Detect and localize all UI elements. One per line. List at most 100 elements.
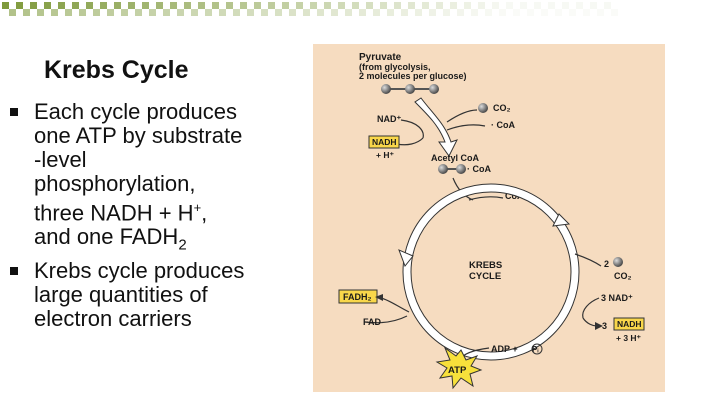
atp-star-burst: [435, 346, 483, 390]
krebs-cycle-figure: Pyruvate (from glycolysis, 2 molecules p…: [313, 44, 665, 392]
co2-label-2: CO₂: [614, 271, 632, 281]
figure-background: [313, 44, 665, 392]
decorative-square: [380, 2, 387, 9]
decorative-square: [93, 9, 100, 16]
decorative-square: [247, 9, 254, 16]
co2-out-arrow: [574, 253, 602, 267]
decorative-square: [478, 2, 485, 9]
nad-plus-label: NAD⁺: [377, 114, 401, 124]
decorative-square: [443, 9, 450, 16]
decorative-header-bar: [2, 2, 611, 16]
decorative-square: [394, 2, 401, 9]
h-plus-label: + H⁺: [376, 150, 394, 160]
slide-title: Krebs Cycle: [44, 56, 189, 84]
decorative-square: [527, 9, 534, 16]
bullet-marker: [10, 108, 18, 116]
decorative-square: [471, 9, 478, 16]
decorative-square: [191, 9, 198, 16]
pyruvate-subtitle-1: (from glycolysis,: [359, 62, 431, 72]
decorative-square: [513, 9, 520, 16]
decorative-square: [268, 2, 275, 9]
bullet-list: Each cycle produces one ATP by substrate…: [8, 100, 298, 332]
decorative-square: [499, 9, 506, 16]
nad-curve-arrow: [400, 119, 424, 139]
decorative-square: [429, 9, 436, 16]
co2-molecule-2: [613, 257, 623, 267]
decorative-square: [177, 9, 184, 16]
atp-label: ATP: [448, 365, 467, 376]
acetyl-coa-label: Acetyl CoA: [431, 153, 480, 163]
decorative-square: [506, 2, 513, 9]
pyruvate-subtitle-2: 2 molecules per glucose): [359, 71, 467, 81]
decorative-square: [86, 2, 93, 9]
bullet-1-nadh-text: three NADH + H: [34, 200, 194, 226]
decorative-square: [128, 2, 135, 9]
decorative-square: [198, 2, 205, 9]
decorative-square: [401, 9, 408, 16]
decorative-square: [408, 2, 415, 9]
bullet-1-fadh-text: and one FADH: [34, 224, 179, 250]
decorative-square: [30, 2, 37, 9]
decorative-square: [16, 2, 23, 9]
decorative-square: [114, 2, 121, 9]
decorative-square: [576, 2, 583, 9]
bullet-marker: [10, 266, 18, 275]
co2-molecule: [478, 103, 488, 113]
nadh-arrowhead-2: [595, 322, 603, 330]
krebs-label-line-1: KREBS: [469, 260, 502, 271]
decorative-square: [436, 2, 443, 9]
decorative-square: [9, 9, 16, 16]
decorative-square: [562, 2, 569, 9]
pyruvate-arrow: [414, 97, 458, 157]
decorative-square: [275, 9, 282, 16]
decorative-square: [205, 9, 212, 16]
bullet-2-line-3: electron carriers: [34, 305, 192, 331]
decorative-square: [282, 2, 289, 9]
co2-release-arrow: [446, 109, 478, 123]
decorative-square: [569, 9, 576, 16]
bullet-2-line-2: large quantities of: [34, 281, 208, 307]
bullet-1-fadh-subscript: 2: [178, 236, 187, 254]
decorative-square: [296, 2, 303, 9]
nadh-box-2: [613, 317, 645, 331]
decorative-square: [149, 9, 156, 16]
decorative-square: [359, 9, 366, 16]
decorative-square: [121, 9, 128, 16]
decorative-square: [317, 9, 324, 16]
decorative-square: [303, 9, 310, 16]
cycle-arrowhead-right: [552, 213, 571, 227]
decorative-square: [51, 9, 58, 16]
decorative-square: [163, 9, 170, 16]
decorative-square: [590, 2, 597, 9]
decorative-square: [156, 2, 163, 9]
three-label: 3: [602, 321, 607, 331]
acetyl-coa-molecule: [438, 164, 466, 174]
decorative-square: [338, 2, 345, 9]
coa-label-1: · CoA: [491, 120, 515, 130]
nadh-box-label: NADH: [372, 137, 397, 147]
decorative-square: [184, 2, 191, 9]
decorative-square: [583, 9, 590, 16]
coa-in-arrow: [446, 124, 486, 131]
decorative-square: [2, 2, 9, 9]
decorative-square: [597, 9, 604, 16]
nadh-box-2-label: NADH: [617, 319, 642, 329]
decorative-square: [233, 9, 240, 16]
decorative-square: [79, 9, 86, 16]
decorative-square: [485, 9, 492, 16]
bullet-1-line-4: phosphorylation,: [34, 171, 196, 196]
cycle-arrowhead-left: [398, 249, 414, 267]
decorative-square: [387, 9, 394, 16]
adp-label: ADP +: [491, 344, 518, 354]
bullet-1-line-1: Each cycle produces: [34, 99, 237, 124]
decorative-square: [72, 2, 79, 9]
bullet-1-nadh-superscript: +: [193, 200, 202, 215]
decorative-square: [310, 2, 317, 9]
decorative-square: [289, 9, 296, 16]
three-nad-label: 3 NAD⁺: [601, 293, 633, 303]
decorative-square: [23, 9, 30, 16]
decorative-square: [450, 2, 457, 9]
krebs-label-line-2: CYCLE: [469, 271, 501, 282]
decorative-square: [65, 9, 72, 16]
nadh-box: [368, 135, 400, 149]
